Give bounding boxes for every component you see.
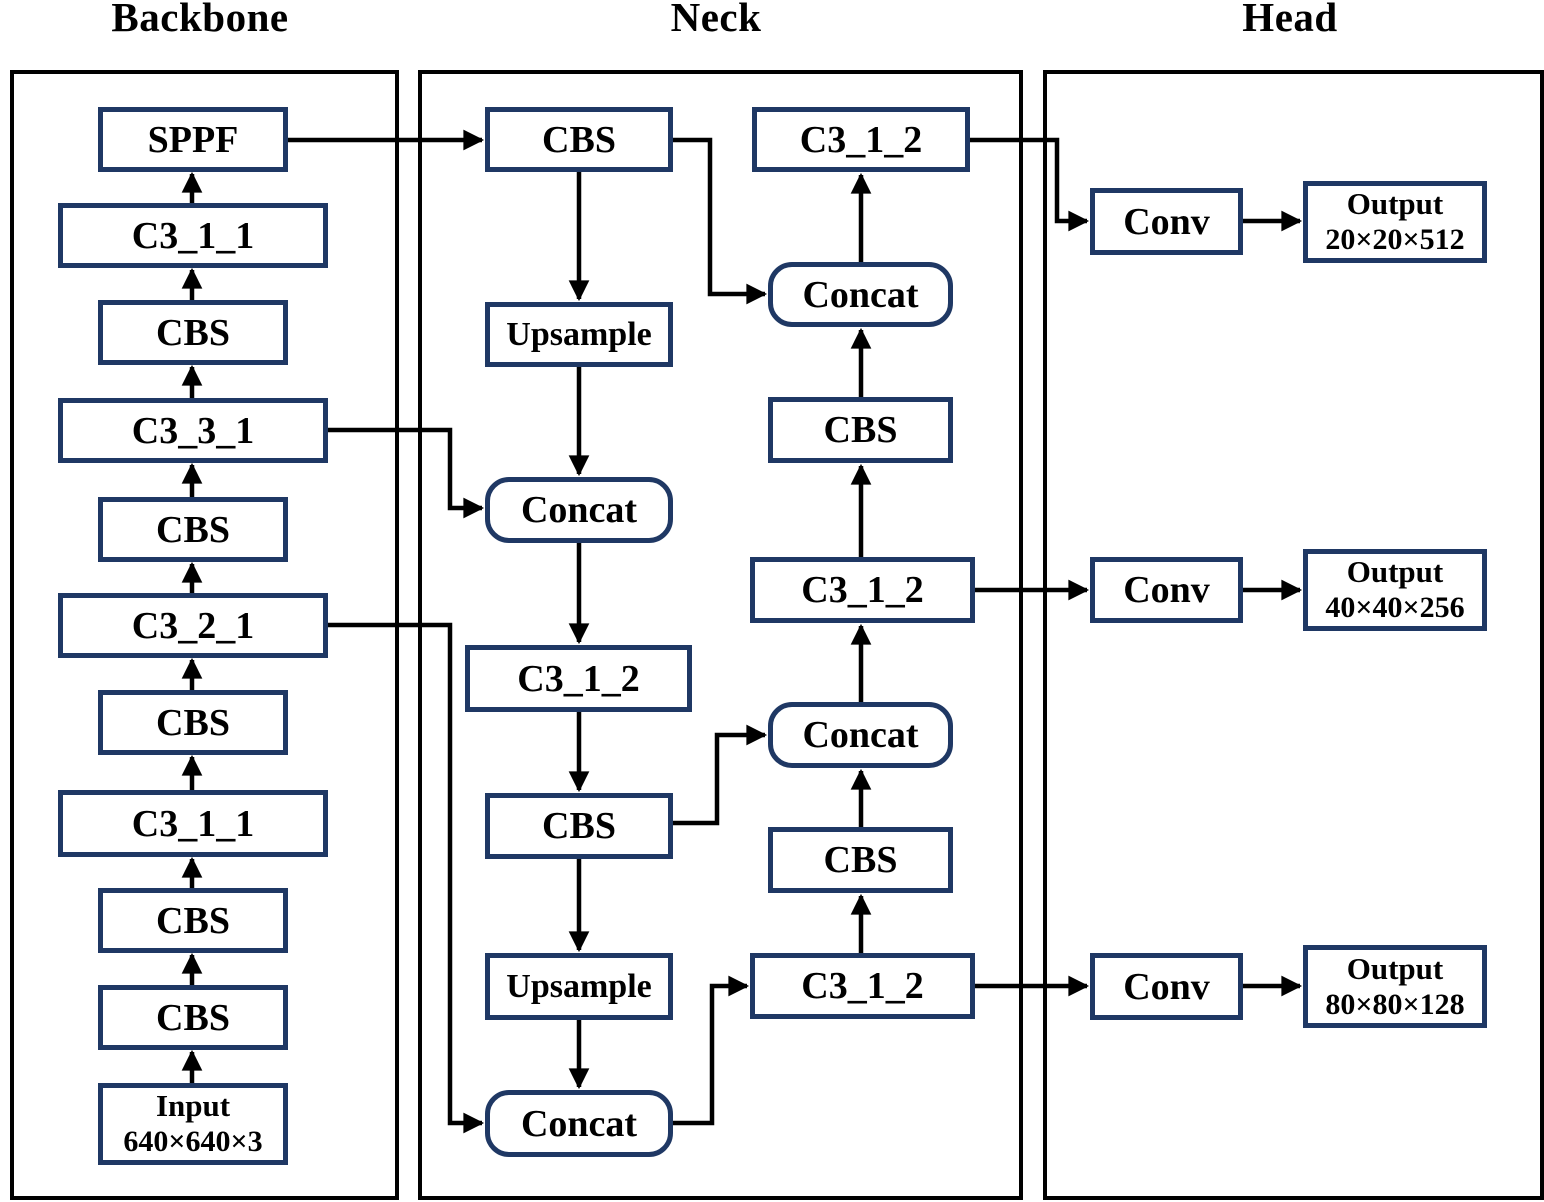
node-concat-left-1: Concat (485, 477, 673, 543)
node-neck-cbs-left: CBS (485, 793, 673, 859)
output-1-label: Output (1346, 186, 1444, 221)
node-neck-c3-1-2-left: C3_1_2 (465, 645, 692, 712)
node-neck-c3-1-2-right-top: C3_1_2 (752, 107, 970, 172)
output-2-label: Output (1346, 554, 1444, 589)
node-conv-1: Conv (1090, 188, 1243, 255)
node-backbone-cbs-5: CBS (98, 985, 288, 1050)
node-upsample-2: Upsample (485, 953, 673, 1020)
head-panel (1043, 70, 1544, 1200)
backbone-title: Backbone (111, 0, 289, 40)
input-label: Input (155, 1088, 231, 1123)
node-backbone-cbs-1: CBS (98, 300, 288, 365)
output-3-dimensions: 80×80×128 (1325, 987, 1465, 1021)
input-dimensions: 640×640×3 (123, 1125, 263, 1158)
node-upsample-1: Upsample (485, 302, 673, 367)
node-backbone-c3-1-1-top: C3_1_1 (58, 203, 328, 268)
neck-panel (418, 70, 1023, 1200)
node-concat-right-2: Concat (768, 702, 953, 768)
node-neck-cbs-top: CBS (485, 107, 673, 172)
node-neck-c3-1-2-right-bottom: C3_1_2 (750, 953, 975, 1019)
node-conv-3: Conv (1090, 953, 1243, 1020)
node-backbone-cbs-4: CBS (98, 888, 288, 953)
node-output-3: Output 80×80×128 (1303, 945, 1487, 1028)
output-3-label: Output (1346, 950, 1444, 986)
node-neck-cbs-right-1: CBS (768, 397, 953, 463)
edge-concatl2-to-c312rbot (673, 975, 750, 1126)
node-sppf: SPPF (98, 107, 288, 172)
node-backbone-c3-3-1: C3_3_1 (58, 398, 328, 463)
node-input: Input 640×640×3 (98, 1083, 288, 1165)
node-backbone-cbs-3: CBS (98, 690, 288, 755)
node-concat-left-2: Concat (485, 1090, 673, 1157)
output-1-dimensions: 20×20×512 (1325, 223, 1465, 256)
node-concat-right-1: Concat (768, 262, 953, 327)
head-title: Head (1242, 0, 1338, 40)
backbone-panel (10, 70, 399, 1200)
neck-title: Neck (670, 0, 762, 40)
node-backbone-cbs-2: CBS (98, 497, 288, 562)
output-2-dimensions: 40×40×256 (1325, 591, 1465, 624)
edge-neckcbs-branch-to-concatr1 (673, 137, 768, 305)
node-conv-2: Conv (1090, 557, 1243, 623)
node-neck-c3-1-2-right-mid: C3_1_2 (750, 557, 975, 623)
node-backbone-c3-2-1: C3_2_1 (58, 593, 328, 658)
node-neck-cbs-right-2: CBS (768, 827, 953, 893)
node-output-1: Output 20×20×512 (1303, 181, 1487, 263)
node-output-2: Output 40×40×256 (1303, 549, 1487, 631)
node-backbone-c3-1-1-bottom: C3_1_1 (58, 790, 328, 857)
edge-c312rtop-to-conv1 (970, 137, 1090, 232)
edge-c331-to-concat1 (327, 427, 485, 519)
edge-cbsleft-branch-to-concatr2 (673, 724, 768, 826)
edge-c321-to-concat2 (327, 622, 485, 1134)
